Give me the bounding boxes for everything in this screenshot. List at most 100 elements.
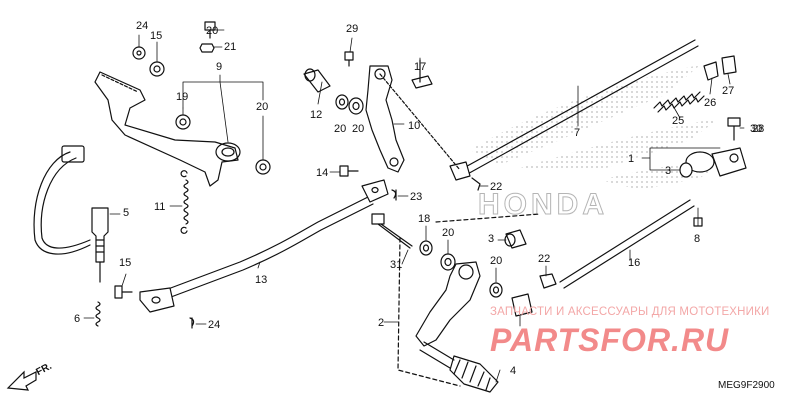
bolt-30 bbox=[727, 117, 741, 141]
callout-number: 1 bbox=[628, 153, 634, 165]
callout-number: 3 bbox=[488, 233, 494, 245]
callout-number: 22 bbox=[538, 253, 550, 265]
shift-rod-14 bbox=[159, 195, 371, 293]
callout-number: 20 bbox=[334, 123, 346, 135]
callout-number: 23 bbox=[410, 191, 422, 203]
clip-27 bbox=[703, 61, 719, 81]
callout-number: 10 bbox=[408, 120, 420, 132]
switch-wire bbox=[33, 151, 91, 255]
group-outline bbox=[435, 213, 541, 223]
leader-line bbox=[317, 81, 323, 105]
bolt-21 bbox=[204, 21, 216, 39]
leader-line bbox=[401, 249, 409, 265]
shift-peg-4 bbox=[449, 355, 499, 393]
washer-20 bbox=[440, 253, 456, 271]
group-outline bbox=[397, 237, 461, 387]
callout-number: 18 bbox=[418, 213, 430, 225]
washer-20 bbox=[352, 101, 360, 111]
shift-arm-2 bbox=[415, 261, 481, 347]
callout-number: 25 bbox=[672, 115, 684, 127]
cap-28 bbox=[721, 55, 737, 75]
shift-arm-bore bbox=[458, 264, 474, 280]
rod-17 bbox=[559, 199, 695, 289]
washer-25-hole bbox=[136, 50, 142, 56]
leader-line bbox=[641, 147, 721, 171]
honda-logo-text: HONDA bbox=[478, 188, 608, 221]
leader-line bbox=[257, 261, 261, 269]
stop-switch-thread bbox=[95, 239, 105, 253]
spring-6 bbox=[95, 301, 101, 327]
peg-grip bbox=[453, 359, 491, 391]
pin-13-end bbox=[304, 68, 316, 82]
callout-number: 21 bbox=[224, 41, 236, 53]
callout-number: 24 bbox=[136, 20, 148, 32]
callout-number: 26 bbox=[704, 97, 716, 109]
rod-end bbox=[361, 179, 389, 203]
fr-arrow-icon bbox=[6, 370, 37, 391]
connector bbox=[61, 145, 85, 163]
link-arm-bore bbox=[374, 68, 386, 80]
adjuster-nut-3 bbox=[679, 162, 693, 178]
rod-end-hole bbox=[151, 296, 161, 304]
leader-line bbox=[213, 29, 225, 48]
leader-line bbox=[495, 369, 501, 383]
leader-line bbox=[219, 81, 229, 143]
callout-number: 15 bbox=[119, 257, 131, 269]
pedal-pivot-bore bbox=[221, 147, 235, 157]
callout-number: 20 bbox=[256, 101, 268, 113]
callout-number: 22 bbox=[490, 181, 502, 193]
callout-number: 20 bbox=[352, 123, 364, 135]
bolt-8 bbox=[693, 217, 703, 227]
callout-number: 31 bbox=[390, 259, 402, 271]
callout-number: 14 bbox=[316, 167, 328, 179]
stop-switch bbox=[91, 207, 109, 263]
callout-number: 8 bbox=[694, 233, 700, 245]
callout-number: 16 bbox=[628, 257, 640, 269]
callout-number: 9 bbox=[216, 61, 222, 73]
bolt-15 bbox=[339, 165, 359, 177]
washer-20 bbox=[175, 114, 191, 130]
callout-number: 20 bbox=[442, 227, 454, 239]
diagram-code: MEG9F2900 bbox=[718, 380, 775, 391]
callout-number: 20 bbox=[490, 255, 502, 267]
callout-number: 11 bbox=[154, 201, 165, 213]
callout-number: 30 bbox=[750, 123, 762, 135]
callout-number: 29 bbox=[346, 23, 358, 35]
pedal-tread bbox=[101, 74, 139, 93]
washer-20 bbox=[338, 98, 346, 106]
spring-26 bbox=[657, 95, 705, 113]
leader-line bbox=[182, 74, 264, 109]
rod-end bbox=[139, 287, 175, 313]
callout-number: 2 bbox=[378, 317, 384, 329]
shift-rod-14 bbox=[162, 203, 374, 301]
callout-number: 5 bbox=[123, 207, 129, 219]
cable-guide bbox=[379, 73, 461, 171]
callout-number: 13 bbox=[255, 274, 267, 286]
leader-line bbox=[349, 37, 353, 53]
bolt-29 bbox=[344, 51, 354, 67]
cotter-pin-24 bbox=[391, 189, 397, 201]
front-direction-marker bbox=[6, 370, 37, 391]
callout-number: 19 bbox=[176, 91, 188, 103]
callout-number: 12 bbox=[310, 109, 322, 121]
callout-number: 6 bbox=[74, 313, 80, 325]
callout-number: 4 bbox=[510, 365, 516, 377]
callout-number: 15 bbox=[150, 30, 162, 42]
washer-20 bbox=[444, 257, 452, 267]
washer-19 bbox=[419, 240, 433, 256]
washer-20 bbox=[335, 94, 349, 110]
callout-number: 27 bbox=[722, 85, 734, 97]
callout-number: 7 bbox=[574, 127, 580, 139]
cable-7 bbox=[463, 45, 699, 177]
honda-wing-logo: HONDA bbox=[470, 65, 730, 222]
callout-number: 3 bbox=[665, 165, 671, 177]
spring-26 bbox=[653, 91, 701, 109]
adjuster-body bbox=[685, 151, 715, 173]
adjuster-bore bbox=[729, 153, 739, 163]
callout-number: 17 bbox=[414, 61, 426, 73]
spring-11 bbox=[180, 170, 189, 234]
washer-16-hole bbox=[153, 65, 161, 73]
pedal-pivot bbox=[215, 142, 241, 162]
